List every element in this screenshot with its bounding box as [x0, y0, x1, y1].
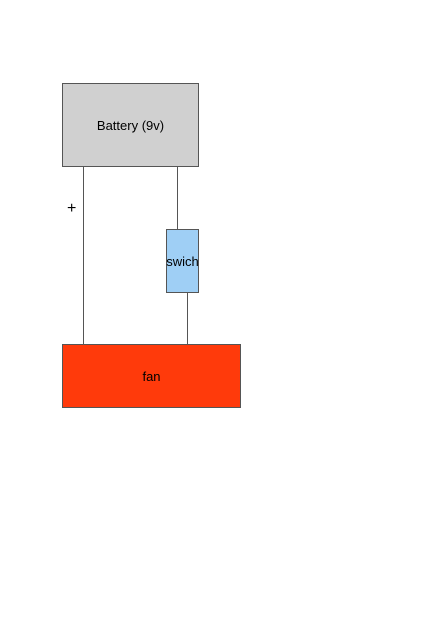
switch-box: swich	[166, 229, 199, 293]
switch-label: swich	[166, 253, 199, 269]
wire-left	[83, 167, 84, 344]
battery-box: Battery (9v)	[62, 83, 199, 167]
wire-battery-to-switch	[177, 167, 178, 229]
battery-label: Battery (9v)	[96, 117, 165, 133]
wire-switch-to-fan	[187, 293, 188, 344]
fan-box: fan	[62, 344, 241, 408]
positive-terminal-label: +	[67, 200, 77, 217]
fan-label: fan	[142, 368, 161, 384]
